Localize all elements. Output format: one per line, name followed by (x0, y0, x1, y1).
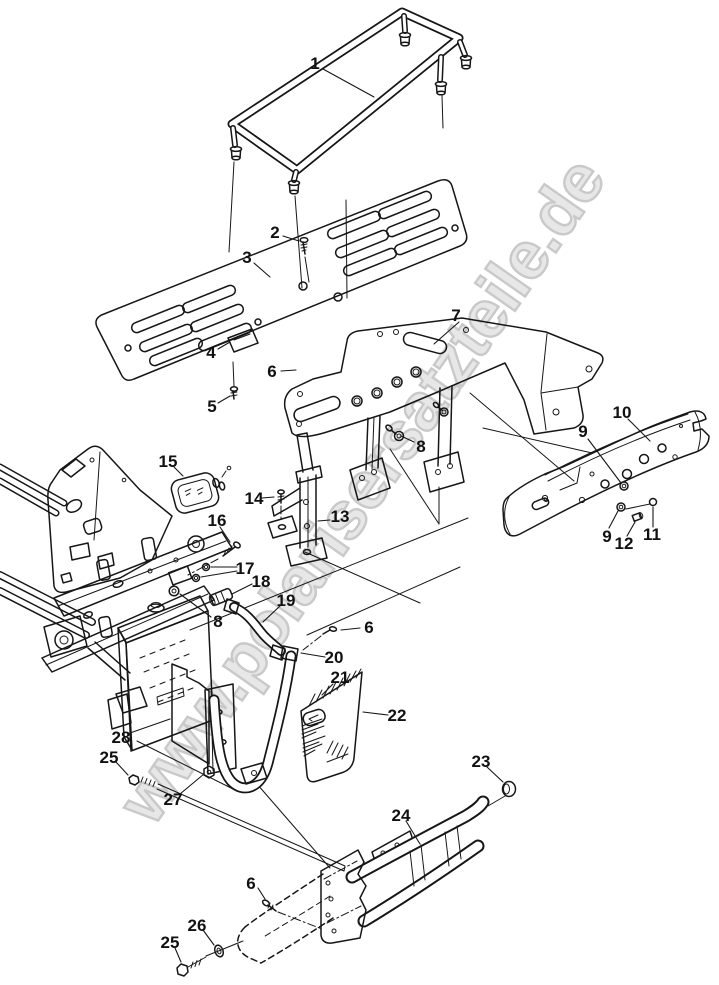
cargo-plate (95, 179, 468, 381)
callout-11: 11 (643, 525, 661, 544)
rack-feet (229, 31, 473, 195)
callout-10: 10 (613, 403, 632, 422)
nut-12 (631, 512, 644, 522)
bolt-5 (229, 361, 239, 400)
nut-27 (203, 765, 215, 779)
bolt-14 (267, 489, 298, 539)
mount-block (167, 565, 193, 586)
spacer-18 (208, 587, 234, 607)
radiator-cap (147, 603, 165, 613)
screw-2 (299, 236, 310, 283)
lower-bumper-24 (236, 795, 490, 964)
bolt-11 (648, 497, 658, 507)
panel-28 (171, 663, 210, 765)
callout-6c: 6 (246, 874, 255, 893)
screw-16 (187, 541, 241, 576)
module-15 (170, 465, 232, 514)
callout-1: 1 (310, 54, 319, 73)
callout-9b: 9 (602, 527, 611, 546)
bumper-10 (502, 410, 710, 537)
washers-17 (191, 562, 211, 583)
bumper-bracket (320, 849, 367, 944)
bolt-8-frame (168, 585, 180, 597)
rack-tube (227, 7, 473, 299)
cap-23 (487, 780, 517, 807)
callout-16: 16 (208, 511, 227, 530)
callout-25a: 25 (100, 748, 119, 767)
radiator (107, 595, 214, 752)
callout-20: 20 (325, 648, 344, 667)
callout-5: 5 (207, 397, 216, 416)
callout-8a: 8 (416, 437, 425, 456)
screw-6c (261, 899, 323, 930)
washer-9a (619, 481, 629, 491)
callout-leaders (115, 68, 654, 963)
radiator-core-hatch (139, 639, 196, 703)
callout-13: 13 (331, 507, 350, 526)
callout-18: 18 (252, 572, 271, 591)
washer-9b (616, 502, 626, 512)
chassis-frame (0, 445, 233, 714)
support-channels (349, 385, 465, 501)
callout-26: 26 (188, 916, 207, 935)
screw-6b (302, 625, 338, 651)
callout-22: 22 (388, 706, 407, 725)
clip-4 (227, 328, 259, 353)
bumper-hardware (616, 481, 658, 522)
mount-plate-7 (283, 317, 604, 438)
callout-12: 12 (615, 534, 634, 553)
bracket-13 (271, 432, 328, 567)
callout-6b: 6 (364, 618, 373, 637)
plate-slots (130, 190, 449, 367)
bolt-8-washers (385, 401, 449, 442)
callout-19: 19 (277, 591, 296, 610)
callout-3: 3 (242, 248, 251, 267)
callout-labels: 1 2 3 4 5 6 7 8 9 10 11 9 12 15 14 16 13… (100, 54, 661, 952)
decal-stripes-21 (301, 668, 362, 763)
callout-7: 7 (451, 306, 460, 325)
callout-9a: 9 (578, 422, 587, 441)
callout-27: 27 (164, 790, 183, 809)
hose-19 (223, 598, 286, 661)
callout-8b: 8 (213, 612, 222, 631)
callout-6a: 6 (267, 362, 276, 381)
callout-14: 14 (245, 489, 264, 508)
guard-tube-20 (203, 645, 299, 794)
callout-4: 4 (206, 343, 216, 362)
decal-panel-22 (300, 668, 363, 783)
washer-26 (213, 944, 225, 958)
callout-21: 21 (331, 668, 350, 687)
callout-28: 28 (112, 728, 131, 747)
callout-24: 24 (392, 806, 411, 825)
callout-23: 23 (472, 752, 491, 771)
callout-15: 15 (159, 452, 178, 471)
decal-badge (302, 708, 326, 727)
callout-17: 17 (236, 559, 255, 578)
callout-25b: 25 (161, 933, 180, 952)
long-bolt-25 (128, 774, 346, 872)
callout-2: 2 (270, 223, 279, 242)
bolt-25b (176, 940, 244, 977)
